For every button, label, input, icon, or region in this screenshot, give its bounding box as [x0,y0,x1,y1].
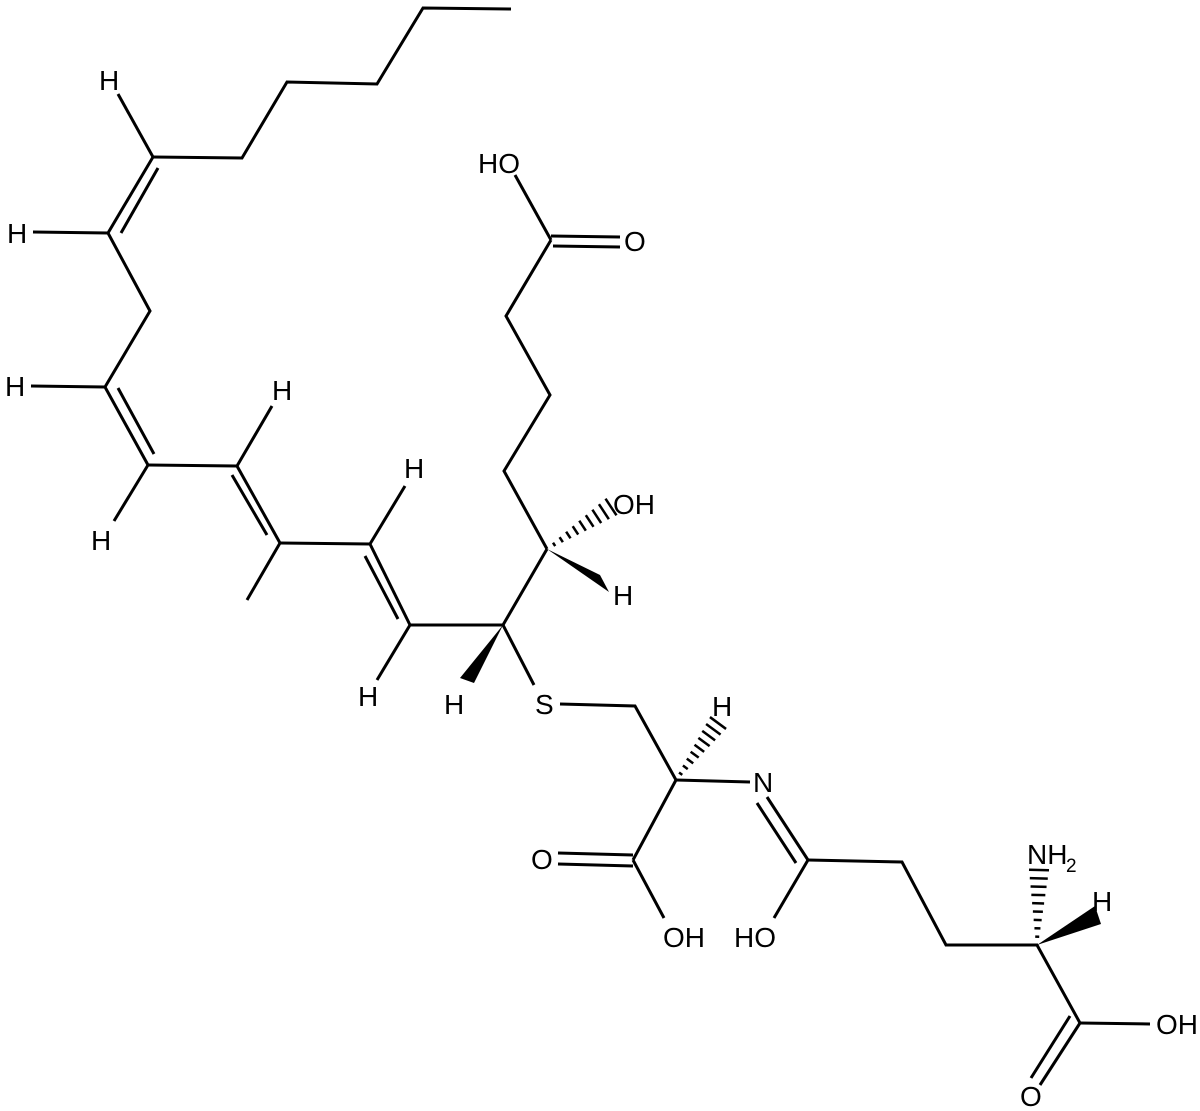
h-label: H [404,453,424,484]
hash-segment [693,743,705,753]
wedge-glu-h [1037,906,1101,945]
bond-glu-o-double [1038,1022,1082,1086]
hash-segment [678,771,684,776]
bond-s-ch2-ca [559,702,678,781]
bond-c1-oh [513,174,553,241]
oh-label: OH [613,489,655,520]
bond-cys-o-double-2 [557,862,634,868]
h-label: H [91,525,111,556]
stereo-bonds [460,497,1101,945]
oh-label: OH [663,922,705,953]
hash-segment [701,729,716,742]
bond-cys-o-double [557,851,634,857]
bond-double-c6-c7-inner [119,167,160,234]
hash-c16-oh [551,497,618,547]
hash-segment [551,541,557,547]
bond-chain-tail [152,6,512,160]
n-label: N [753,767,773,798]
bond-ca-c [631,779,678,861]
bond-h-c11 [235,405,274,467]
hash-segment [709,716,727,730]
h-label: H [1092,886,1112,917]
wedge-c16-h [547,549,609,592]
hash-segment [558,536,564,543]
h-label: H [712,691,732,722]
bond-c1-o-double [550,234,621,239]
h-label: H [7,218,27,249]
hash-segment [686,757,694,765]
bond-c15-s [501,624,536,686]
bond-h-c6 [116,93,155,158]
bond-c7-c8-c9 [103,232,152,388]
oh-label: OH [1156,1009,1198,1040]
o-label: O [624,226,646,257]
bond-n-c-double [765,796,810,861]
bond-acid-chain [502,239,553,550]
nh2-label: NH [1027,839,1067,870]
bond-glu-chain [807,858,1082,1024]
bond-glu-o-double-2 [1029,1015,1072,1079]
h-label: H [99,65,119,96]
hash-glu-nh2 [1028,868,1050,938]
hash-segment [565,530,572,540]
wedge-c15-h [460,625,503,683]
hash-segment [697,736,711,748]
bond-double-c13-c14-inner [363,555,400,620]
hash-segment [584,514,595,528]
bond-ca-n [675,778,751,784]
bond-h-c7 [32,230,109,235]
hash-segment [578,519,587,532]
bond-h-c12 [245,542,282,601]
hash-segment [682,764,689,771]
bond-double-c9-c10-inner [116,387,156,455]
bond-c15-c16 [501,548,549,626]
bond-cys-oh [631,859,666,919]
hash-segment [1028,868,1050,872]
bond-double-c13-c14 [368,543,412,626]
h-label: H [5,371,25,402]
hash-segment [604,497,618,517]
hash-segment [689,750,700,759]
hash-segment [571,525,580,536]
bond-c-ho [772,859,810,919]
bond-h-c14 [375,624,412,681]
bond-h-c13 [368,485,407,545]
hash-cys-h [678,716,727,776]
s-label: S [535,689,554,720]
bond-double-c11-c12 [235,465,282,544]
ho-label: HO [734,922,776,953]
atom-labels: H H H H H H H H H H H HO O OH S N O OH H… [5,65,1198,1111]
o-label: O [531,844,553,875]
bond-c1-o-double-2 [552,244,621,249]
bond-n-c-double-2 [755,802,798,864]
ho-label: HO [478,148,520,179]
bond-h-c9 [30,384,106,389]
bond-h-c10 [112,464,150,522]
h-label: H [444,689,464,720]
hash-segment [597,503,610,520]
nh2-subscript: 2 [1066,856,1077,877]
o-label: O [1020,1081,1042,1111]
bond-double-c6-c7 [106,156,155,234]
h-label: H [358,681,378,712]
bond-c12-c13 [279,541,371,546]
bond-double-c9-c10 [103,386,150,466]
hash-segment [705,722,722,736]
bond-double-c11-c12-inner [230,474,269,536]
h-label: H [272,375,292,406]
hash-segment [591,508,603,524]
bond-glu-oh [1079,1021,1151,1026]
h-label: H [613,580,633,611]
bonds [30,6,1151,1086]
bond-c10-c11 [147,463,238,468]
